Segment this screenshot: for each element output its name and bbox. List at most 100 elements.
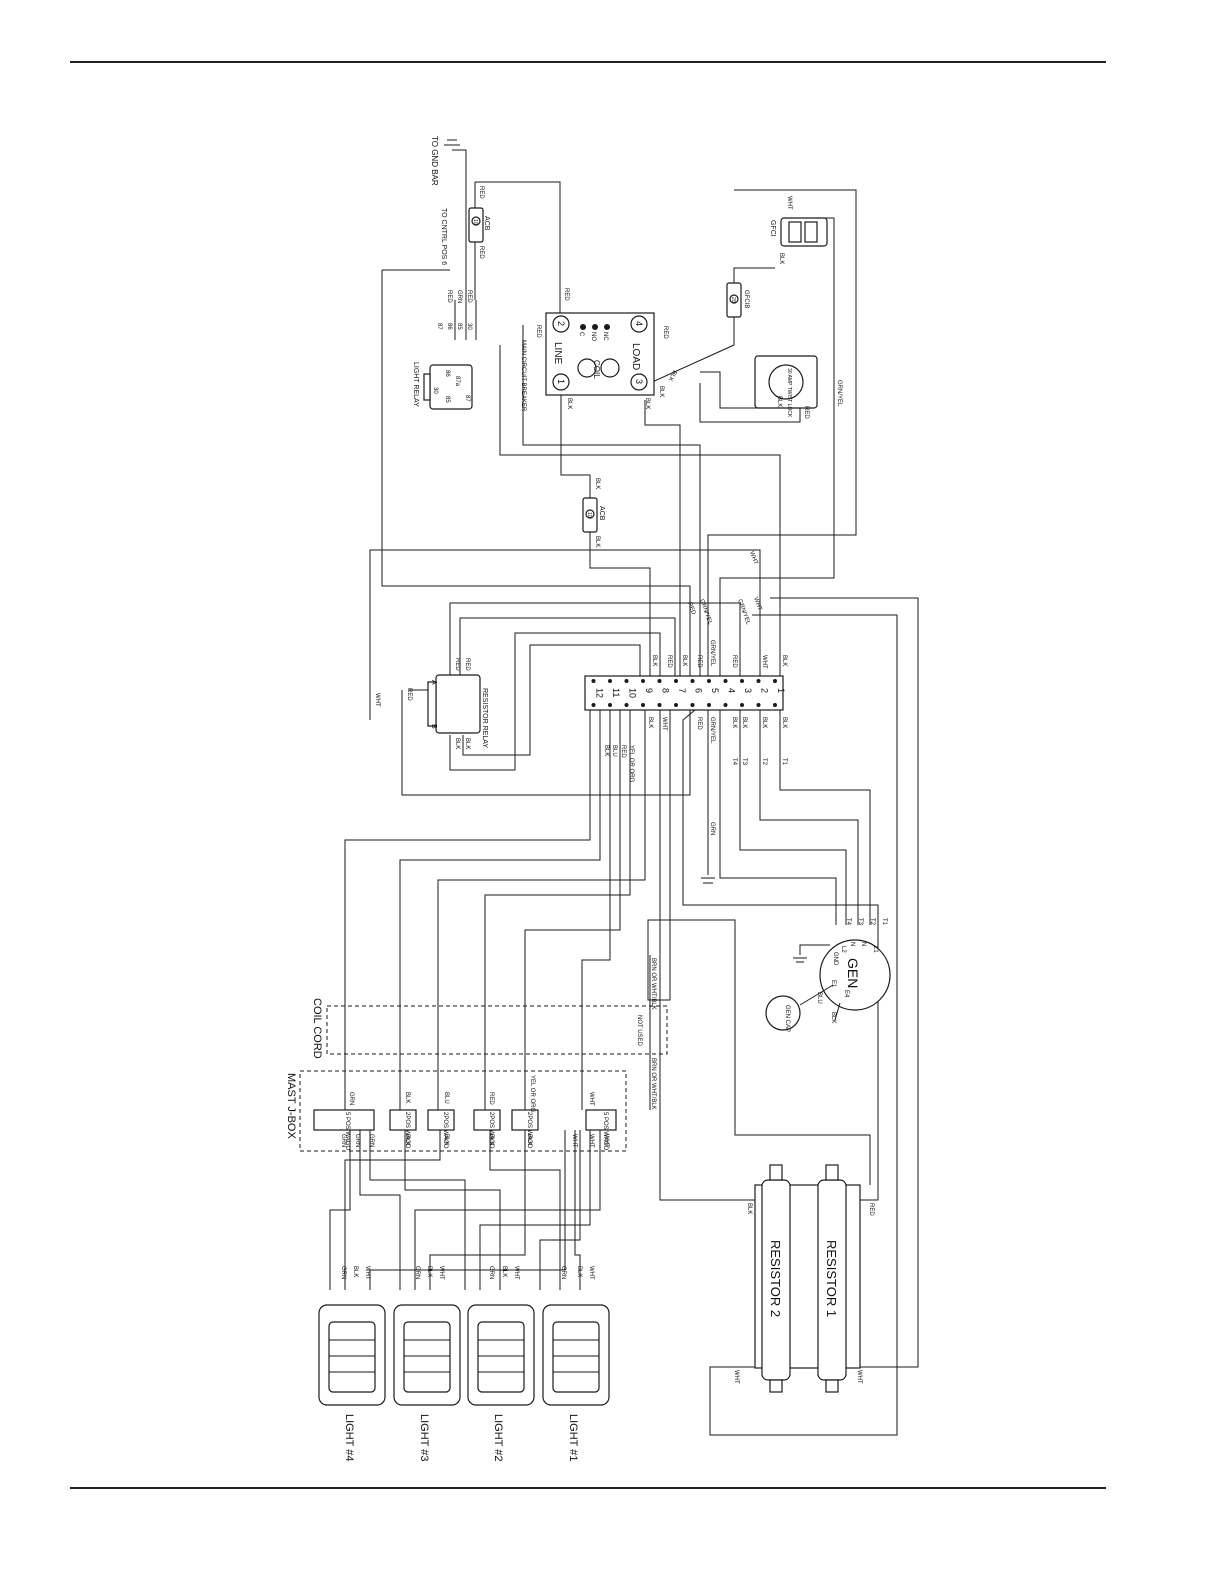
wire-label-wht: WHT [571, 1134, 577, 1148]
wire-label-wht: WHT [438, 1266, 444, 1280]
t4-label: T4 [731, 758, 737, 766]
wire-label-red: RED [446, 290, 452, 303]
wire-label-blk: BLK [464, 738, 470, 749]
terminal-screw [756, 679, 761, 683]
wire-label-red: RED [478, 186, 484, 199]
terminal-screw [591, 679, 596, 683]
wire-label-red: RED [466, 290, 472, 303]
light-1: LIGHT #1 WHT BLK GRN [542, 1266, 610, 1462]
wago-2pos-1: 2POS WAGO [526, 1112, 532, 1149]
resistor-relay: A B RESISTOR RELAY RED RED BLK BLK RED W… [374, 658, 488, 749]
wire-label-wht: WHT [752, 597, 762, 612]
wire-label-grnyel: GRN/YEL [709, 717, 715, 744]
wire-label-red: RED [454, 658, 460, 671]
wire-label-blk: BLK [526, 1134, 532, 1145]
terminal-number: 9 [644, 688, 654, 693]
wire-label-grn: GRN [456, 290, 462, 303]
terminal-number: 5 [710, 688, 720, 693]
t4-label: T4 [845, 918, 851, 926]
light-relay: 86 87a 87 85 30 LIGHT RELAY [412, 362, 473, 410]
mcb-line-label: LINE [552, 342, 563, 365]
wire-label-red: RED [731, 655, 737, 668]
gen-e1: E1 [830, 980, 836, 988]
relay-pin-30: 30 [432, 387, 438, 394]
light-3-label: LIGHT #3 [418, 1414, 430, 1462]
terminal-screw [690, 703, 695, 707]
wago-2pos-4: 2POS WAGO [404, 1112, 410, 1149]
header-rule [70, 61, 1106, 63]
wire-label-blk: BLK [594, 536, 600, 547]
terminal-screw [591, 703, 596, 707]
t2-label: T2 [869, 918, 875, 926]
gen-e4: E4 [843, 990, 849, 998]
terminal-number: 12 [595, 688, 605, 698]
terminal-screw [740, 679, 744, 683]
wire-label-red: RED [662, 326, 668, 339]
wire-label-blk: BLK [681, 655, 687, 666]
terminal-number: 1 [776, 688, 786, 693]
wire-label-red: RED [868, 1203, 874, 1216]
gnd-bar-text: TO GND BAR [430, 136, 439, 186]
wire-label-wht: WHT [603, 1134, 609, 1148]
light-2: LIGHT #2 WHT BLK GRN [467, 1266, 535, 1462]
terminal-screw [690, 679, 695, 683]
terminal-screw [773, 679, 777, 683]
wire-label-blk: BLK [647, 717, 653, 728]
acb-top-num: 10 [472, 219, 478, 225]
terminal-screw [674, 703, 678, 707]
wire-label-blu: BLU [611, 745, 617, 757]
wago-2pos-2: 2POS WAGO [488, 1112, 494, 1149]
wire-label-red: RED [696, 717, 702, 730]
mcb-coil-label: COIL [592, 360, 601, 379]
wire-label-blk: BLK [651, 655, 657, 666]
wire-label-blk: BLK [501, 1266, 507, 1277]
wire-label-blk: BLK [644, 398, 650, 409]
wago-5pos-1: 5 POS WAGO [602, 1112, 608, 1150]
terminal-screw [624, 679, 629, 683]
gen-n: N [849, 942, 855, 946]
wire-label-blk: BLK [603, 745, 609, 756]
relay-pin-87a: 87a [454, 376, 460, 387]
wire-label-wht: WHT [588, 1134, 594, 1148]
wire-label-wht: WHT [856, 1370, 862, 1384]
light-4-label: LIGHT #4 [343, 1414, 355, 1462]
mcb-terminal-2: 2 [556, 321, 566, 326]
wago-2pos-3: 2POS WAGO [442, 1112, 448, 1149]
terminal-screw [756, 703, 761, 707]
light-relay-wires: RED GRN RED 30 85 86 87 [436, 290, 472, 330]
gen-n: N [860, 942, 866, 946]
wire-label-blk: BLK [776, 396, 782, 407]
wire-label-grn: GRN [348, 1092, 354, 1105]
wire-label-blk: BLK [352, 1266, 358, 1277]
resistor-1-label: RESISTOR 1 [824, 1240, 839, 1317]
mcb-no-label: NO [590, 332, 596, 341]
relay-pin-86: 86 [444, 370, 450, 377]
mcb-load-label: LOAD [630, 343, 641, 370]
terminal-number: 4 [727, 688, 737, 693]
light-2-label: LIGHT #2 [492, 1414, 504, 1462]
wire-label-red: RED [666, 655, 672, 668]
light-3: LIGHT #3 WHT BLK GRN [393, 1266, 461, 1462]
wire-label-wht: WHT [786, 196, 792, 210]
terminal-screw [657, 679, 662, 683]
wire-label-red: RED [620, 745, 626, 758]
wire-label-blk: BLK [746, 1203, 752, 1214]
to-cntrl-pos-label: TO CNTRL POS 6 [440, 208, 447, 265]
t3-label: T3 [857, 918, 863, 926]
wire-label-wht: WHT [661, 717, 667, 731]
wire-label-blk: BLK [778, 253, 784, 264]
light-relay-label: LIGHT RELAY [412, 362, 419, 407]
wire-label-blk: BLK [404, 1134, 410, 1145]
wire-label-yel-org: YEL OR ORG [628, 745, 634, 782]
t2-label: T2 [761, 758, 767, 766]
mcb-c-label: C [578, 332, 584, 337]
mcb-terminal-3: 3 [634, 379, 644, 384]
terminal-screw [723, 679, 728, 683]
acb-mid-label: ACB [598, 506, 605, 521]
resistor-2-label: RESISTOR 2 [768, 1240, 783, 1317]
gen-label: GEN [845, 958, 861, 988]
acb-middle: 10 ACB BLK BLK [582, 478, 605, 547]
twist-lock-outlet: 30 AMP TWIST LOCK RED BLK GRN/YEL [754, 355, 842, 419]
wire-label-red: RED [488, 1092, 494, 1105]
